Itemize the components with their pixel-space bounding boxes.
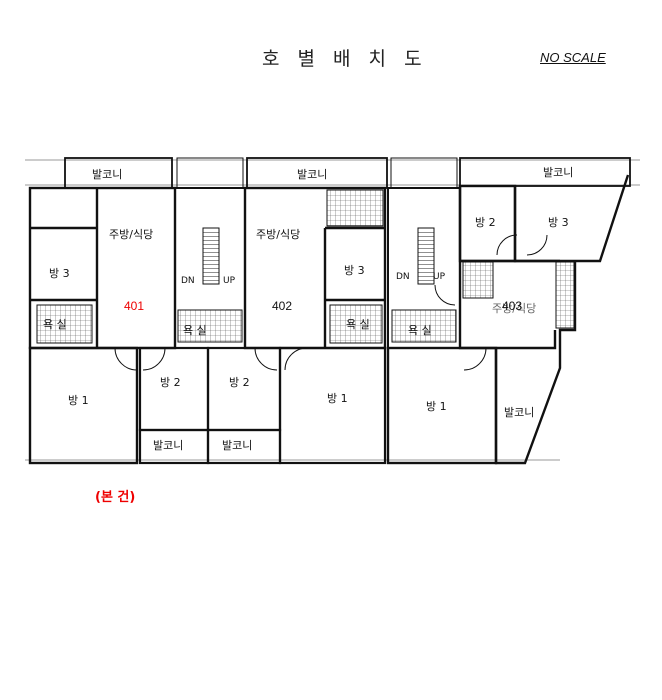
room2-label-a: 방 2 xyxy=(160,376,181,389)
balcony-label-b: 발코니 xyxy=(222,439,253,452)
room1-label-403: 방 1 xyxy=(426,400,447,413)
room1-label-401: 방 1 xyxy=(68,394,89,407)
balcony-label-3: 발코니 xyxy=(543,166,574,179)
balcony-label-403: 발코니 xyxy=(504,406,535,419)
bath-402-tile xyxy=(329,304,383,344)
balcony-label-2: 발코니 xyxy=(297,168,328,181)
unit-403-label: 403 xyxy=(502,299,523,313)
subject-unit-note: (본 건) xyxy=(95,490,136,505)
room3-label-401: 방 3 xyxy=(49,267,70,280)
room2-label-b: 방 2 xyxy=(229,376,250,389)
tile-403 xyxy=(462,261,494,299)
dn-label-1: DN xyxy=(181,276,195,286)
unit-402-walls xyxy=(243,186,387,350)
balcony-label-1: 발코니 xyxy=(92,168,123,181)
page-title: 호 별 배 치 도 xyxy=(262,48,428,70)
kitchen-403-tile xyxy=(555,261,575,329)
unit-401-label: 401 xyxy=(124,299,145,313)
scale-note: NO SCALE xyxy=(540,50,606,65)
tile-402a xyxy=(326,189,384,227)
unit-402-label: 402 xyxy=(272,299,293,313)
kitchen-label-401: 주방/식당 xyxy=(109,228,154,241)
bath-401-tile xyxy=(36,304,93,344)
door-swings xyxy=(114,234,548,371)
room3-label-402: 방 3 xyxy=(344,264,365,277)
bath-label-401: 욕 실 xyxy=(43,318,67,331)
kitchen-label-402: 주방/식당 xyxy=(256,228,301,241)
balcony-label-a: 발코니 xyxy=(153,439,184,452)
room2-label-403: 방 2 xyxy=(475,216,496,229)
up-label-1: UP xyxy=(223,276,236,286)
up-label-2: UP xyxy=(433,272,446,282)
bath-label-stair2: 욕 실 xyxy=(408,324,432,337)
bath-label-402: 욕 실 xyxy=(346,318,370,331)
bath-label-stair1: 욕 실 xyxy=(183,324,207,337)
kitchen-label-403: 주방/식당 xyxy=(492,302,537,315)
stair-1 xyxy=(174,187,246,349)
room3-label-403: 방 3 xyxy=(548,216,569,229)
unit-403-walls xyxy=(386,174,630,465)
dn-label-2: DN xyxy=(396,272,410,282)
room1-label-402: 방 1 xyxy=(327,392,348,405)
grid-lines xyxy=(25,159,640,461)
